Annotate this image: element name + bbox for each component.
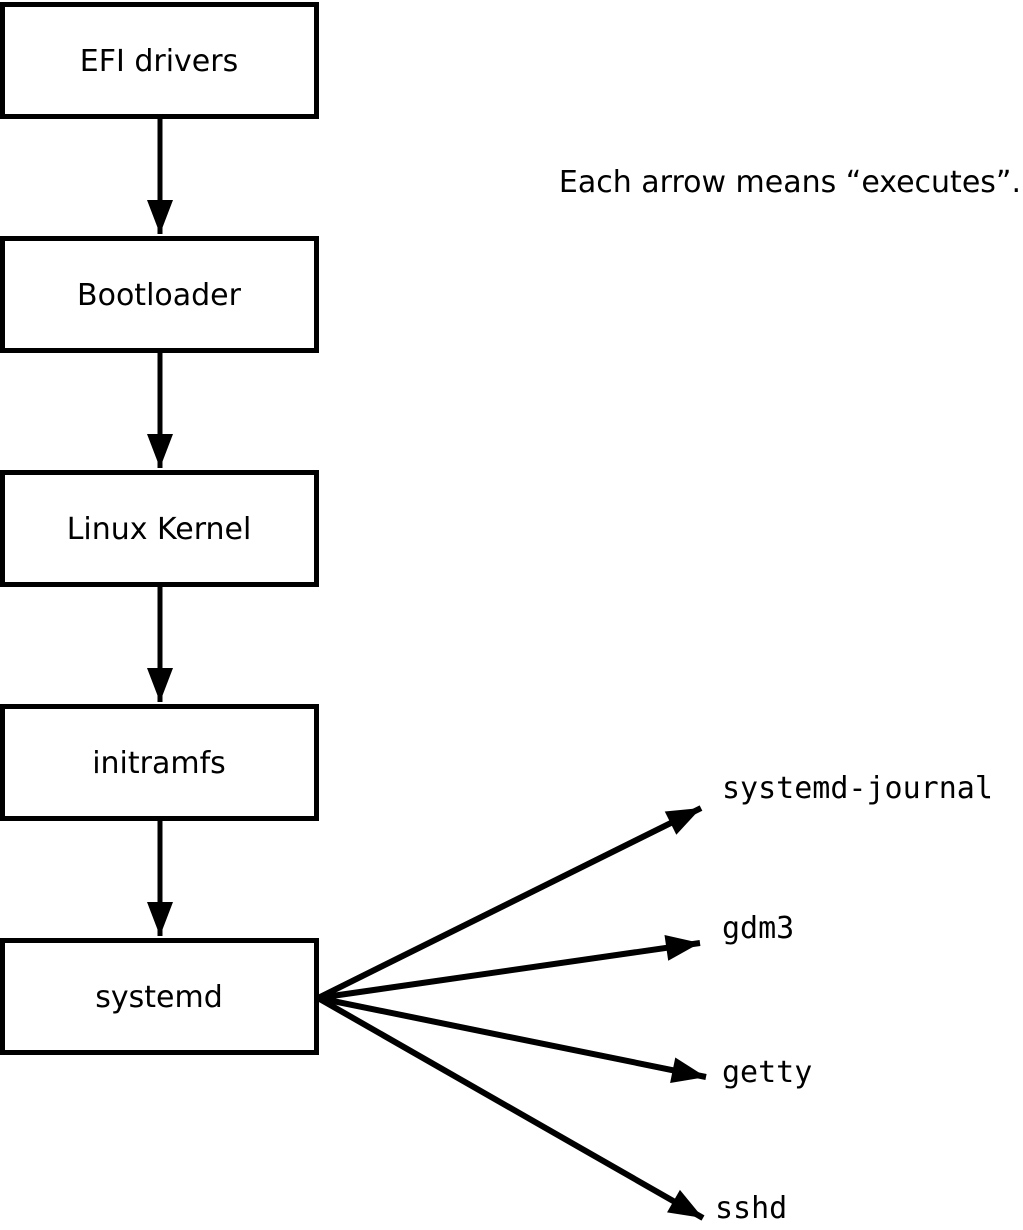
arrow-systemd-to-gdm3 xyxy=(317,934,701,1001)
arrow-systemd-to-journal xyxy=(316,805,703,1001)
node-efi-drivers-label: EFI drivers xyxy=(80,44,238,79)
process-label-sshd: sshd xyxy=(715,1191,787,1226)
process-label-getty: getty xyxy=(722,1055,812,1090)
node-initramfs xyxy=(0,704,319,821)
node-linux-kernel-label: Linux Kernel xyxy=(67,512,252,547)
node-bootloader-label: Bootloader xyxy=(77,278,242,313)
node-linux-kernel xyxy=(0,470,319,587)
node-systemd xyxy=(0,938,319,1055)
node-initramfs-label: initramfs xyxy=(92,746,226,781)
arrow-meaning-note: Each arrow means “executes”. xyxy=(559,165,1021,200)
arrow-systemd-to-getty xyxy=(317,995,707,1083)
process-label-gdm3: gdm3 xyxy=(722,911,794,946)
node-systemd-label: systemd xyxy=(95,980,223,1015)
node-bootloader xyxy=(0,236,319,353)
node-efi-drivers xyxy=(0,2,319,119)
process-label-systemd-journal: systemd-journal xyxy=(722,771,993,806)
arrow-systemd-to-sshd xyxy=(316,995,705,1221)
